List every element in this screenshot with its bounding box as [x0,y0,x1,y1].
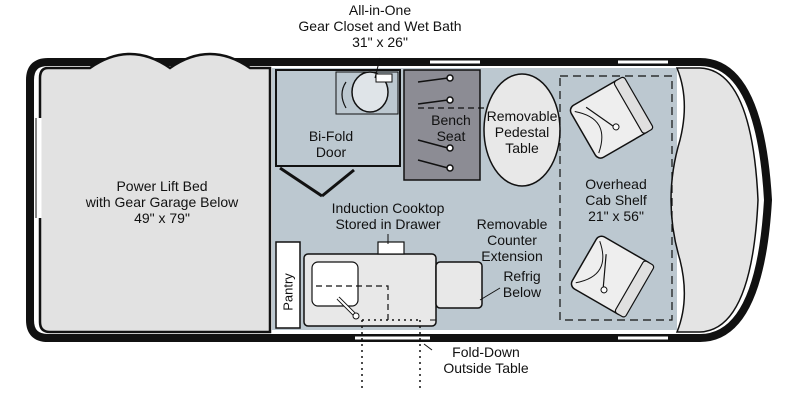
overhead-shelf-outline [559,75,673,321]
bifold-door-label: Bi-Fold Door [308,128,354,160]
seat-belt-marks [417,74,454,172]
power-lift-bed [38,52,272,334]
faucet-icon [336,296,360,320]
cooktop-drawer-handle [377,241,405,255]
gear-closet-label: All-in-One Gear Closet and Wet Bath 31" … [298,2,462,50]
toilet-icon [341,71,393,113]
induction-cooktop-label: Induction Cooktop Stored in Drawer [331,200,445,232]
counter-dash-line [316,285,389,320]
cab-seat-upper [569,76,654,159]
leader-lines [374,57,501,301]
refrig-label: Refrig Below [502,268,542,300]
window-marks [355,59,668,341]
cab-area [670,67,759,333]
bifold-door [279,166,355,198]
outside-table-label: Fold-Down Outside Table [443,344,529,376]
counter-extension-label: Removable Counter Extension [476,216,548,264]
pantry-cabinet [275,241,301,329]
cab-seat-lower [570,235,655,318]
bench-seat [403,69,481,181]
pedestal-table-label: Removable Pedestal Table [486,108,558,156]
outside-table-lines [361,319,421,392]
bench-seat-label: Bench Seat [431,112,471,144]
counter-extension [435,261,483,309]
power-lift-bed-label: Power Lift Bed with Gear Garage Below 49… [85,178,239,226]
overhead-shelf-label: Overhead Cab Shelf 21" x 56" [585,176,647,224]
pantry-label: Pantry [280,273,296,311]
sink [311,261,359,307]
